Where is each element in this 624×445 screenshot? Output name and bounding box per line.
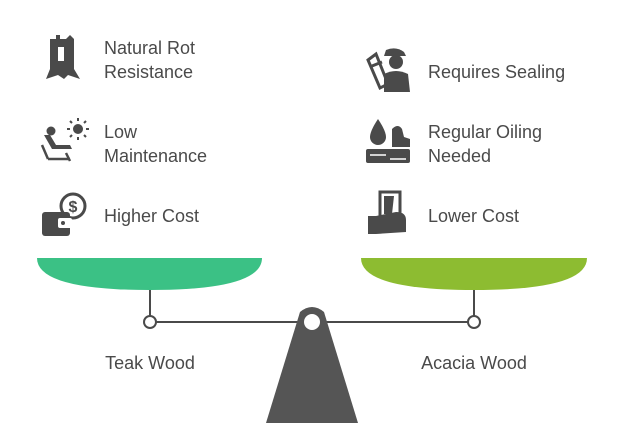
acacia-pivot — [467, 315, 481, 329]
acacia-item-label: Regular Oiling Needed — [428, 122, 543, 166]
teak-pan — [37, 258, 262, 290]
teak-item-label: Low Maintenance — [104, 122, 208, 166]
acacia-item-label: Lower Cost — [428, 206, 520, 226]
wallet-dollar-icon: $ — [42, 192, 87, 236]
relaxing-in-sun-icon — [40, 118, 89, 162]
teak-item-label: Natural Rot Resistance — [104, 38, 196, 82]
teak-wood-label: Teak Wood — [105, 353, 195, 373]
tree-stump-icon — [46, 35, 80, 79]
svg-text:$: $ — [69, 199, 78, 216]
hand-holding-money-icon — [368, 190, 406, 234]
teak-pivot — [143, 315, 157, 329]
oil-drop-on-wood-icon — [366, 119, 410, 163]
acacia-wood-label: Acacia Wood — [421, 353, 527, 373]
fulcrum-pin — [304, 314, 320, 330]
scale-fulcrum — [266, 307, 358, 423]
worker-applying-sealant-icon — [366, 48, 410, 92]
acacia-pan — [361, 258, 587, 290]
teak-item-label: Higher Cost — [104, 206, 200, 226]
acacia-item-label: Requires Sealing — [428, 62, 566, 82]
